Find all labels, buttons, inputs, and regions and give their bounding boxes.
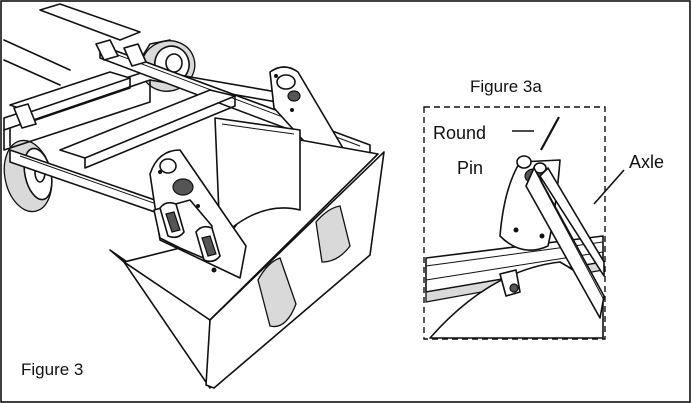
round-pin-pointer-diag — [540, 116, 560, 151]
figure-3-label: Figure 3 — [21, 360, 83, 379]
round-pin-label-line2: Pin — [457, 158, 483, 178]
figure-3a-label: Figure 3a — [470, 77, 542, 96]
inset-border — [423, 106, 606, 340]
frame-assembly-illustration — [3, 3, 385, 389]
round-pin-label-line1: Round — [433, 123, 486, 143]
axle-pointer — [593, 169, 625, 205]
axle-label: Axle — [629, 152, 664, 172]
inset-detail — [423, 106, 625, 340]
hinge-plate — [149, 149, 247, 279]
